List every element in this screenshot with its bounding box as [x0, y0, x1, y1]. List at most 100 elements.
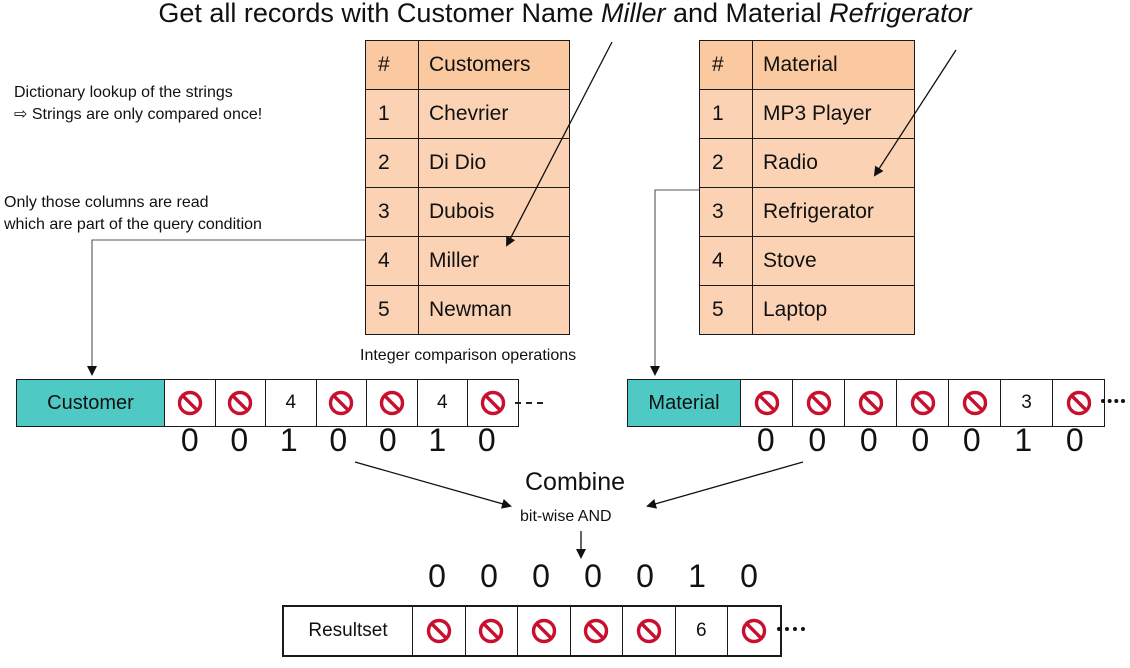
prohibited-sign-icon	[228, 390, 253, 416]
table-row: 4 Stove	[699, 236, 915, 286]
columns-note: Only those columns are read which are pa…	[4, 192, 262, 236]
prohibited-sign-icon	[754, 390, 779, 416]
customers-row-name: Miller	[418, 236, 570, 286]
material-bit: 0	[756, 422, 775, 458]
dictionary-note: Dictionary lookup of the strings ⇨ Strin…	[14, 82, 262, 126]
customer-column-cell: 4	[418, 380, 468, 426]
prohibited-sign-icon	[806, 390, 831, 416]
material-header-num: #	[699, 40, 753, 90]
table-row: 1 Chevrier	[365, 89, 570, 139]
table-row: 3 Dubois	[365, 187, 570, 237]
customer-bit: 1	[279, 422, 298, 458]
material-bit: 0	[962, 422, 981, 458]
material-row-num: 3	[699, 187, 753, 237]
material-row-num: 5	[699, 285, 753, 335]
customer-column-cell	[317, 380, 367, 426]
customer-column-cell	[468, 380, 518, 426]
resultset-cell	[518, 607, 571, 655]
title-prefix: Get all records with Customer Name	[158, 0, 601, 28]
title-middle: and Material	[665, 0, 830, 28]
customers-header-num: #	[365, 40, 419, 90]
connector-material-to-column	[650, 189, 699, 376]
table-row: 3 Refrigerator	[699, 187, 915, 237]
result-bit: 0	[636, 558, 654, 594]
prohibited-sign-icon	[426, 618, 451, 644]
material-row-name: Refrigerator	[752, 187, 915, 237]
result-bit: 0	[428, 558, 446, 594]
title-customer-value: Miller	[600, 0, 666, 28]
material-column-cell	[897, 380, 949, 426]
customers-row-num: 3	[365, 187, 419, 237]
material-column-cell-value: 3	[1021, 392, 1032, 413]
result-bit: 0	[480, 558, 498, 594]
material-column-cell	[793, 380, 845, 426]
material-row-name: Laptop	[752, 285, 915, 335]
material-bit: 0	[911, 422, 930, 458]
customer-continuation-dashes	[515, 402, 543, 404]
customers-row-name: Newman	[418, 285, 570, 335]
prohibited-sign-icon	[910, 390, 935, 416]
prohibited-sign-icon	[741, 618, 766, 644]
prohibited-sign-icon	[177, 390, 202, 416]
resultset-cell-value: 6	[695, 620, 707, 641]
page-title: Get all records with Customer Name Mille…	[0, 0, 1130, 29]
material-dictionary-table: # Material 1 MP3 Player 2 Radio 3 Refrig…	[699, 40, 915, 335]
prohibited-sign-icon	[480, 390, 505, 416]
prohibited-sign-icon	[636, 618, 661, 644]
prohibited-sign-icon	[962, 390, 987, 416]
prohibited-sign-icon	[531, 618, 556, 644]
material-bit: 0	[808, 422, 827, 458]
customer-column-cell: 4	[266, 380, 317, 426]
prohibited-sign-icon	[329, 390, 354, 416]
customers-row-num: 5	[365, 285, 419, 335]
customer-bit: 0	[477, 422, 496, 458]
material-row-name: Radio	[752, 138, 915, 188]
resultset-label: Resultset	[284, 607, 413, 655]
material-column-label: Material	[628, 380, 741, 426]
customer-column-cell-value: 4	[285, 392, 297, 413]
result-bit: 1	[688, 558, 706, 594]
material-row-name: MP3 Player	[752, 89, 915, 139]
material-column-bar: Material 3	[627, 379, 1105, 427]
columns-note-line2: which are part of the query condition	[4, 216, 262, 233]
arrow-customer-bits-to-combine	[354, 461, 512, 509]
resultset-cell	[728, 607, 780, 655]
customers-row-num: 4	[365, 236, 419, 286]
customers-table-header: # Customers	[365, 40, 570, 90]
material-row-name: Stove	[752, 236, 915, 286]
title-material-value: Refrigerator	[829, 0, 972, 28]
result-bit: 0	[740, 558, 758, 594]
customers-row-name: Di Dio	[418, 138, 570, 188]
table-row: 5 Laptop	[699, 285, 915, 335]
customers-header-name: Customers	[418, 40, 570, 90]
resultset-cell	[466, 607, 518, 655]
customer-column-cell	[165, 380, 216, 426]
table-row: 1 MP3 Player	[699, 89, 915, 139]
material-column-cell: 3	[1001, 380, 1053, 426]
customers-row-num: 1	[365, 89, 419, 139]
customer-bit: 0	[378, 422, 397, 458]
material-column-cell	[741, 380, 793, 426]
customer-column-cell	[367, 380, 418, 426]
prohibited-sign-icon	[858, 390, 883, 416]
table-row: 2 Radio	[699, 138, 915, 188]
customer-column-cell	[216, 380, 266, 426]
customers-dictionary-table: # Customers 1 Chevrier 2 Di Dio 3 Dubois…	[365, 40, 570, 335]
customers-row-name: Chevrier	[418, 89, 570, 139]
material-row-num: 4	[699, 236, 753, 286]
customer-bit: 0	[180, 422, 199, 458]
combine-label: Combine	[525, 468, 626, 496]
material-column-cell	[845, 380, 897, 426]
material-bit: 1	[1014, 422, 1033, 458]
resultset-bar: Resultset 6	[282, 605, 782, 657]
material-continuation-dashes	[1101, 399, 1125, 403]
table-row: 2 Di Dio	[365, 138, 570, 188]
resultset-cell: 6	[676, 607, 728, 655]
columns-note-line1: Only those columns are read	[4, 194, 209, 211]
prohibited-sign-icon	[584, 618, 609, 644]
customers-row-name: Dubois	[418, 187, 570, 237]
